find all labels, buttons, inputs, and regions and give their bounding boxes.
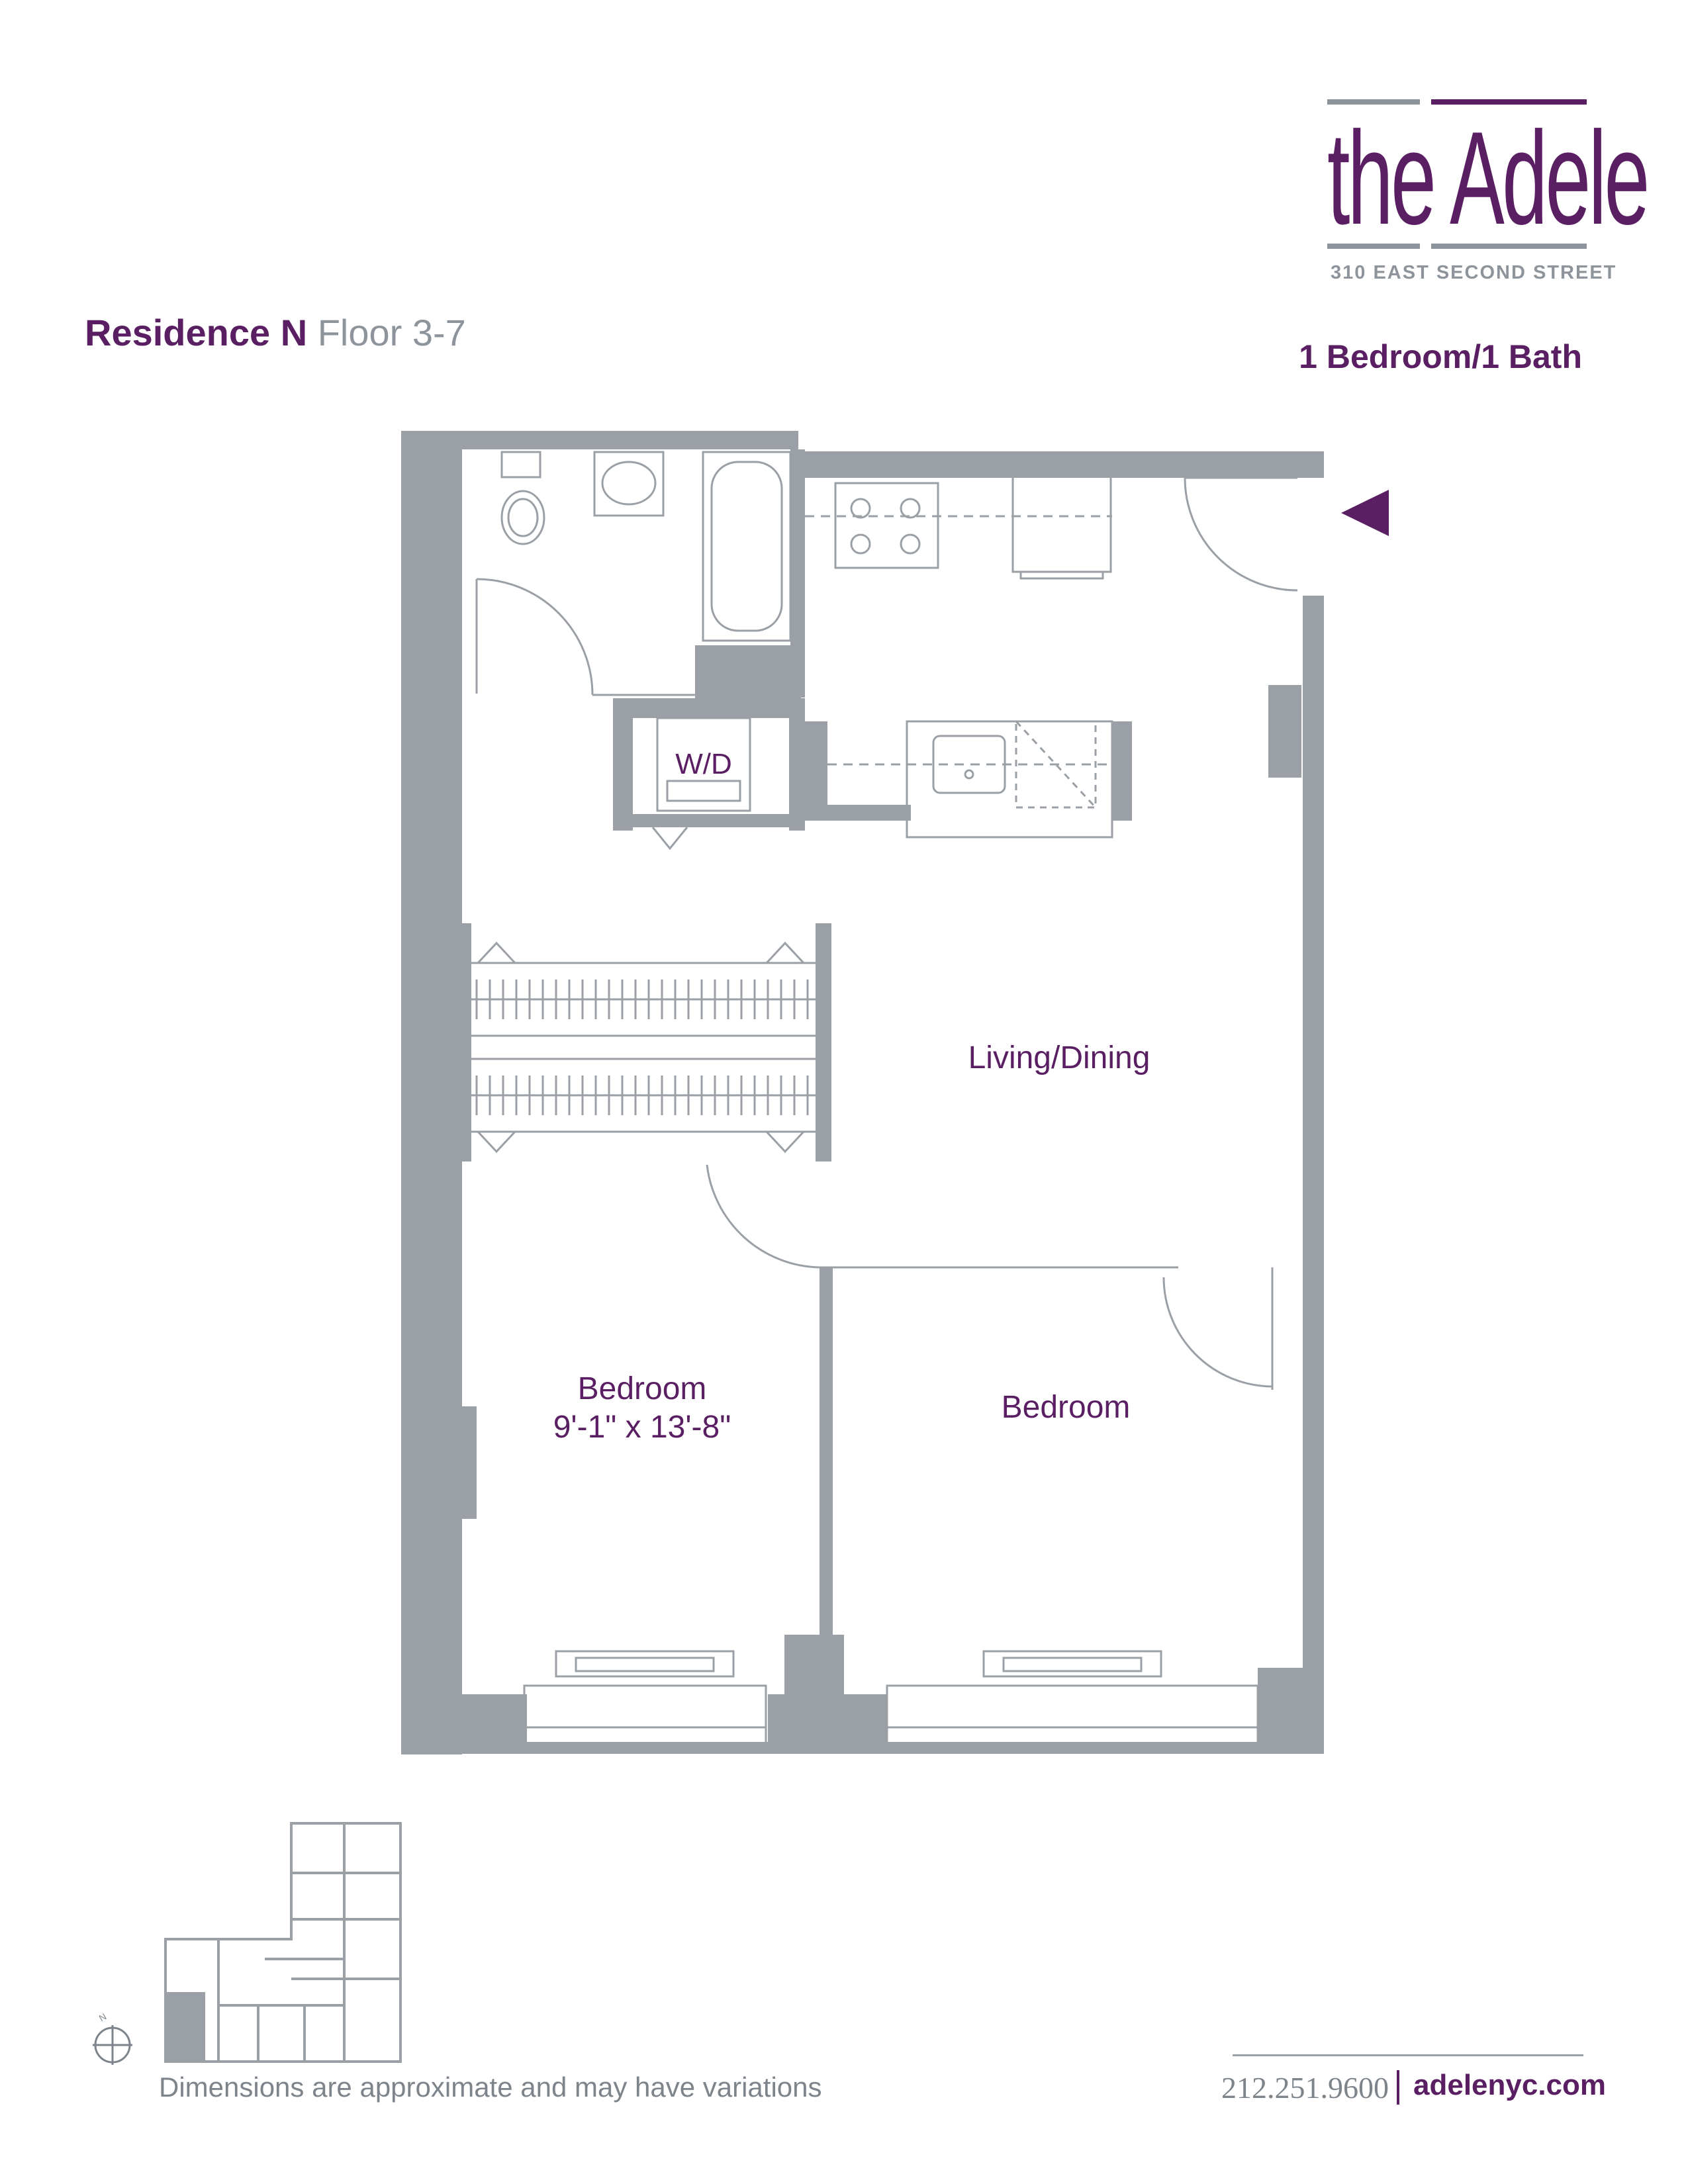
footer-divider [1233, 2054, 1583, 2056]
website-link[interactable]: adelenyc.com [1413, 2069, 1607, 2101]
washer-dryer-label: W/D [675, 748, 732, 780]
unit-type: 1 Bedroom/1 Bath [1299, 338, 1582, 375]
phone-number[interactable]: 212.251.9600 [1221, 2071, 1389, 2105]
logo-rule-bottom-right [1431, 244, 1587, 249]
bedroom-2-label: Bedroom [1001, 1390, 1131, 1425]
plan-fixtures [461, 451, 1298, 1747]
entry-arrow-icon [1341, 490, 1389, 536]
building-address: 310 EAST SECOND STREET [1331, 262, 1617, 283]
bedroom-1-dimensions: 9'-1" x 13'-8" [553, 1410, 731, 1445]
dimensions-disclaimer: Dimensions are approximate and may have … [159, 2071, 822, 2103]
living-dining-label: Living/Dining [968, 1040, 1150, 1075]
compass-icon [93, 2025, 132, 2065]
footer-separator [1397, 2070, 1399, 2105]
closet-rods [475, 979, 809, 1115]
bedroom-1-label: Bedroom [577, 1371, 707, 1406]
logo-rule-bottom-left [1327, 244, 1420, 249]
residence-name: Residence N [85, 312, 308, 353]
residence-floor: Floor 3-7 [317, 312, 466, 353]
plan-walls [401, 431, 1324, 1754]
logo-rule-left [1327, 99, 1420, 105]
page-title: Residence N Floor 3-7 [85, 311, 466, 354]
logo-rule-right [1431, 99, 1587, 105]
